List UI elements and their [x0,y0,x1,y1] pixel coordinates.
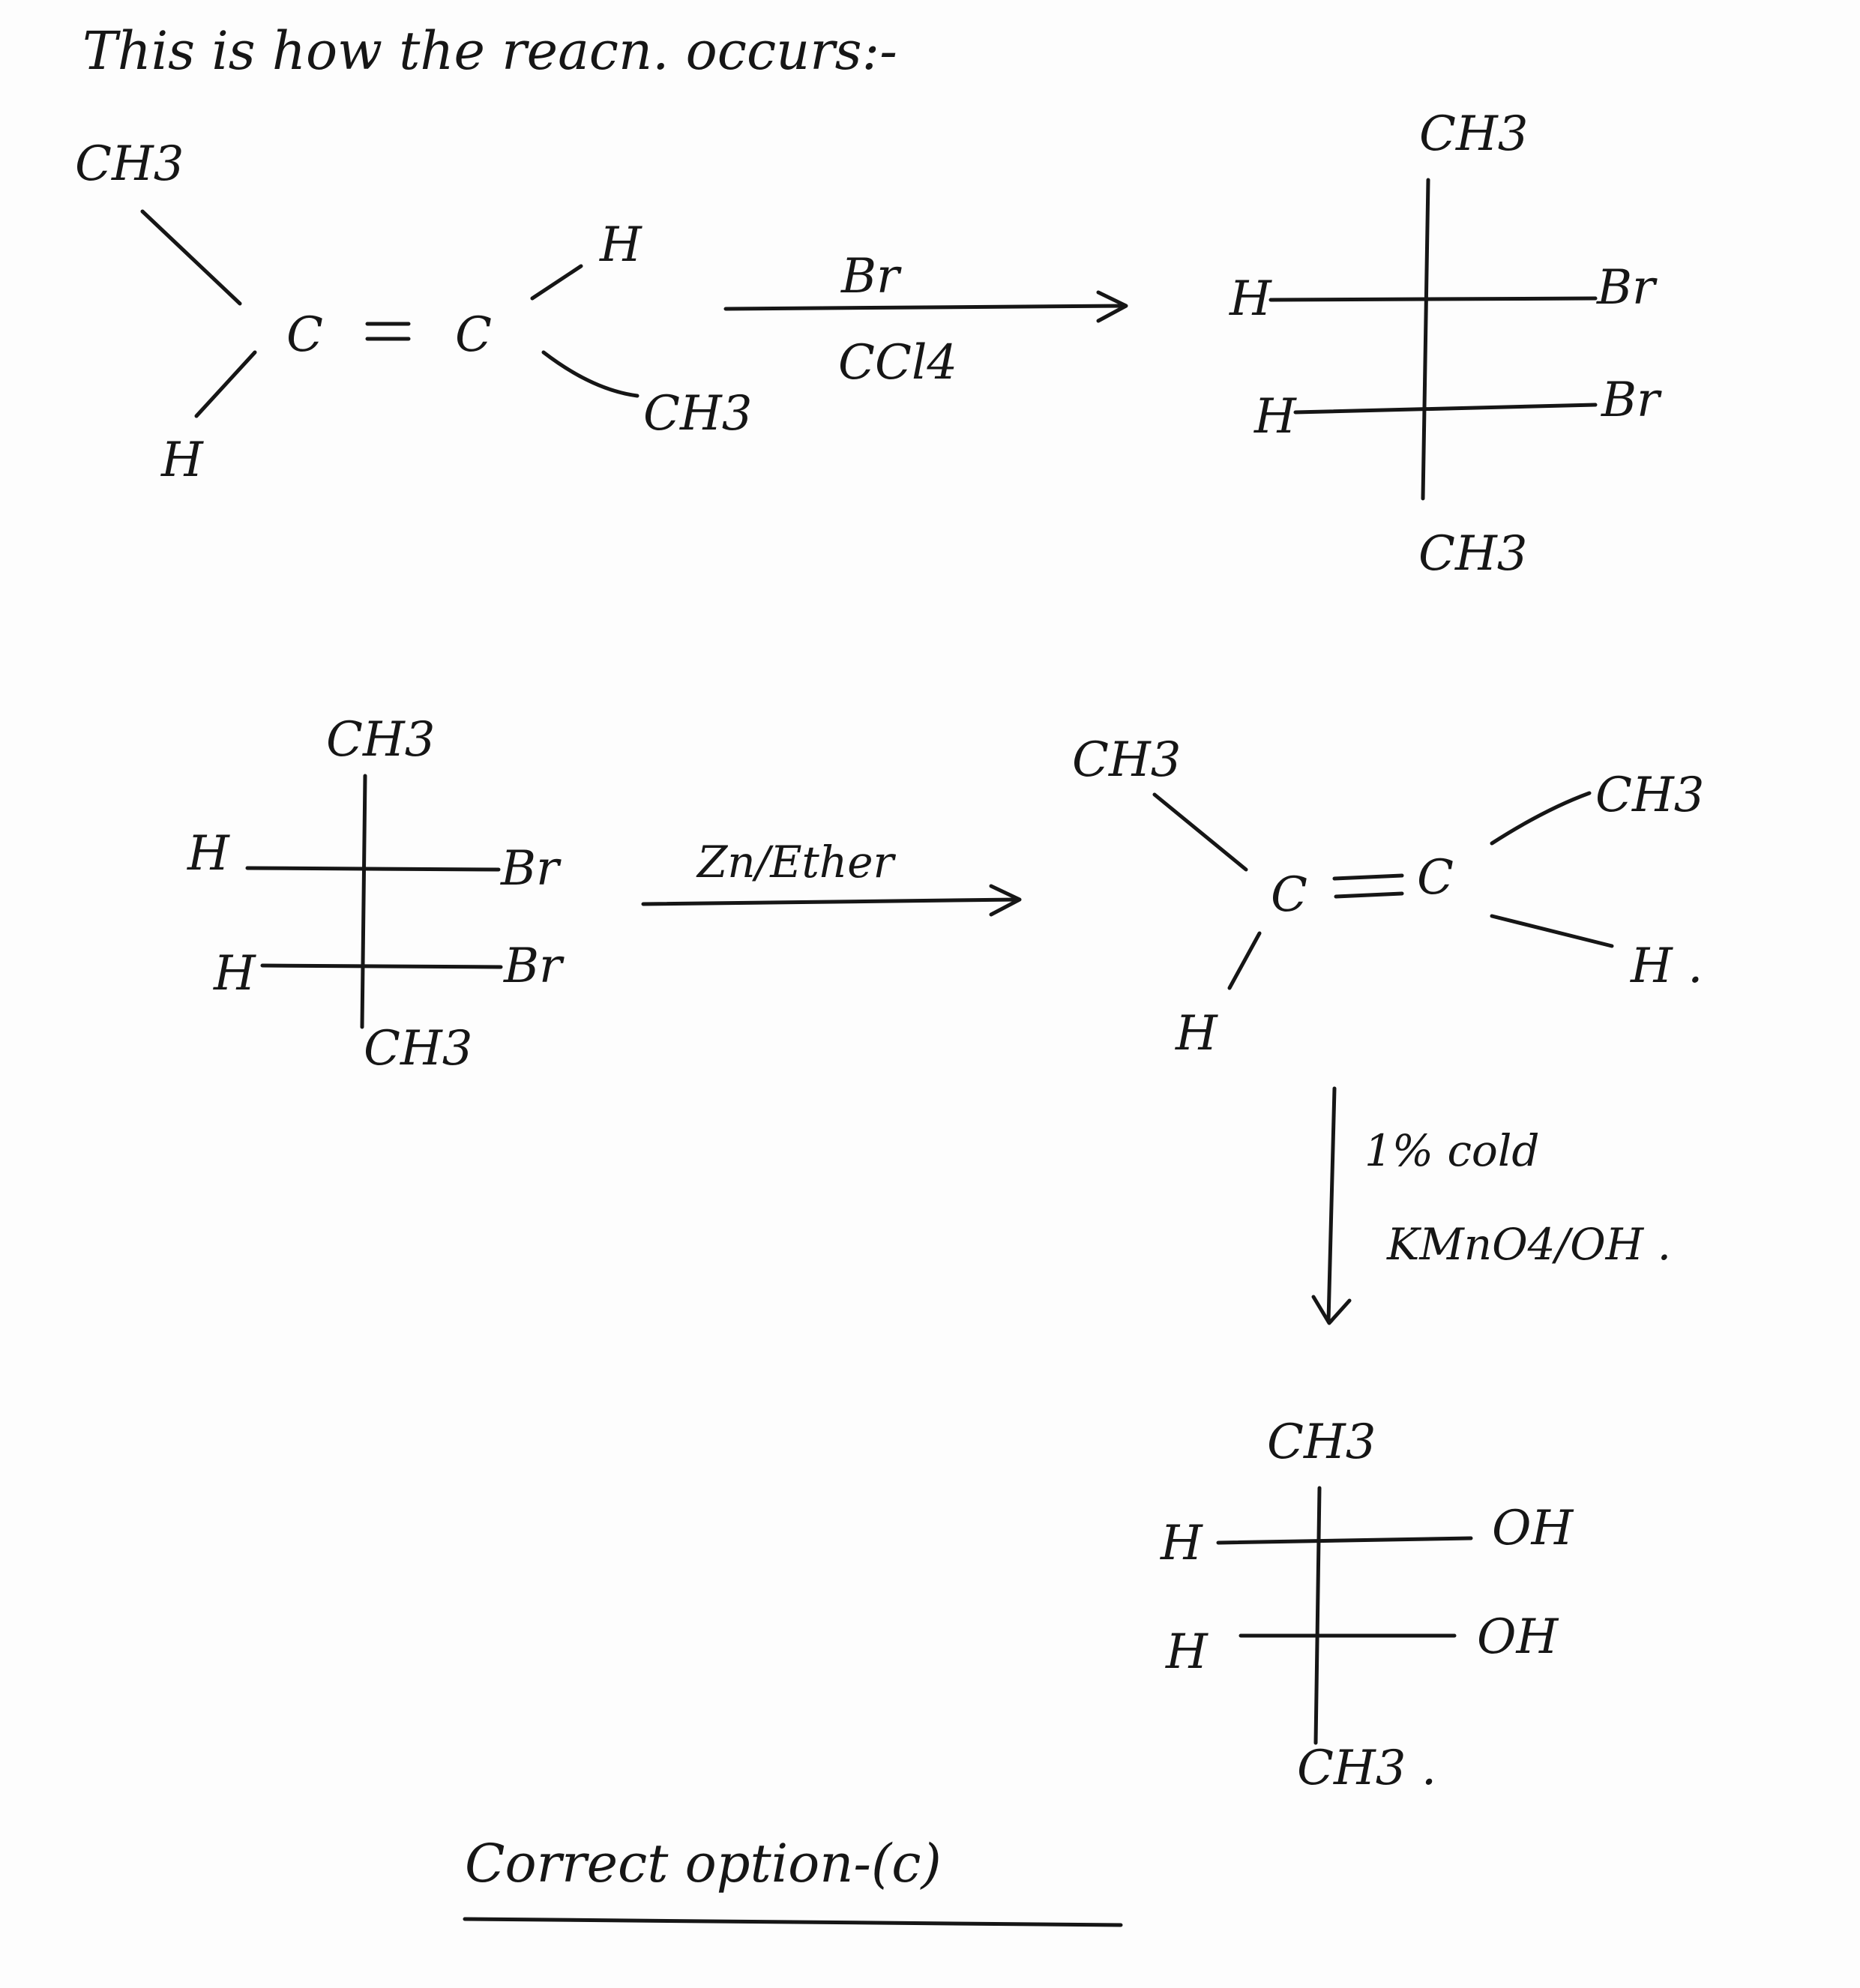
answer-underline [463,1917,1123,1927]
r1-reagent-br: Br [840,249,902,304]
reaction1-reactant-alkene: CH3 H C C H CH3 [75,136,753,488]
r1-fischer-row1 [1268,296,1598,302]
r1-product-h-row2: H [1253,389,1297,445]
r1-reactant-ch3-bottom-right: CH3 [643,386,753,442]
r1-reactant-ch3-top-left: CH3 [75,136,184,192]
r2-product-ch3-top-left: CH3 [1072,732,1182,788]
r3-reagent-line2: KMnO4/OH . [1386,1219,1671,1270]
r2-reactant-br-row1: Br [500,841,562,897]
r2-reactant-h-row1: H [187,826,230,882]
correct-option-text: Correct option-(c) [465,1833,942,1894]
r3-arrow-head [1311,1295,1352,1325]
r1-fischer-vertical [1421,178,1430,501]
r3-product-ch3-top: CH3 [1267,1415,1376,1470]
r1-product-br-row1: Br [1596,260,1658,316]
reaction2-reactant-fischer: CH3 CH3 H Br H Br [187,712,565,1076]
r2-product-ch3-top-right: CH3 [1595,768,1705,823]
r1-arrow-shaft [723,304,1127,311]
r1-double-bond [365,322,411,341]
r2-reactant-ch3-top: CH3 [326,712,436,768]
reaction3-arrow: 1% cold KMnO4/OH . [1311,1086,1671,1325]
r3-product-h-row2: H [1165,1624,1209,1680]
r2-bond-ch3-c1 [1152,792,1248,872]
r1-reactant-h-top-right: H [599,217,642,273]
r1-reactant-h-bottom-left: H [160,433,204,488]
r2-reactant-ch3-bottom: CH3 [364,1021,473,1076]
r3-product-ch3-bottom: CH3 . [1297,1741,1436,1796]
r1-bond-c2-h [530,264,583,301]
r2-fischer-row1 [245,866,501,872]
r2-bond-c2-h [1490,914,1614,948]
r2-double-bond [1332,873,1404,899]
r2-reactant-br-row2: Br [503,939,565,994]
r1-bond-h-c1 [194,350,257,418]
reaction1-arrow: Br CCl4 [723,249,1128,391]
r2-product-h-bottom-left: H [1175,1006,1218,1061]
r1-product-ch3-bottom: CH3 [1418,526,1528,582]
r2-reagent-zn-ether: Zn/Ether [696,837,897,888]
r3-product-oh-row1: OH [1492,1501,1574,1556]
r1-bond-ch3-c1 [140,209,242,306]
r3-arrow-shaft [1326,1086,1337,1323]
r2-fischer-vertical [360,774,367,1029]
r1-bond-c2-ch3 [541,350,639,398]
answer-block: Correct option-(c) [463,1833,1123,1927]
r2-arrow-head [989,884,1022,917]
r2-product-h-bottom-right: H . [1630,939,1703,994]
r1-product-br-row2: Br [1601,373,1662,428]
r2-product-carbon-1: C [1271,867,1307,923]
r1-reactant-carbon-2: C [455,307,492,363]
r1-fischer-row2 [1293,403,1598,415]
r3-product-oh-row2: OH [1477,1609,1559,1665]
r2-bond-c2-ch3 [1490,791,1592,846]
r2-product-carbon-2: C [1417,850,1454,906]
r3-fischer-vertical [1313,1486,1322,1745]
reaction2-arrow: Zn/Ether [641,837,1022,917]
reaction3-product-fischer: CH3 CH3 . H OH H OH [1160,1415,1574,1796]
heading-text: This is how the reacn. occurs:- [82,20,897,82]
r3-product-h-row1: H [1160,1516,1203,1571]
r1-product-ch3-top: CH3 [1419,106,1529,162]
r1-product-h-row1: H [1229,271,1272,327]
r2-bond-h-c1 [1227,931,1262,990]
r2-fischer-row2 [260,963,503,969]
reaction2-product-alkene: CH3 H C C CH3 H . [1072,732,1705,1061]
r3-reagent-line1: 1% cold [1364,1125,1540,1176]
r1-arrow-head [1096,290,1128,323]
r2-reactant-h-row2: H [213,946,256,1001]
r1-reactant-carbon-1: C [286,307,323,363]
r2-arrow-shaft [641,897,1020,906]
reaction1-product-fischer: CH3 CH3 H Br H Br [1229,106,1662,582]
r1-reagent-ccl4: CCl4 [838,335,957,391]
r3-fischer-row1 [1216,1536,1473,1545]
